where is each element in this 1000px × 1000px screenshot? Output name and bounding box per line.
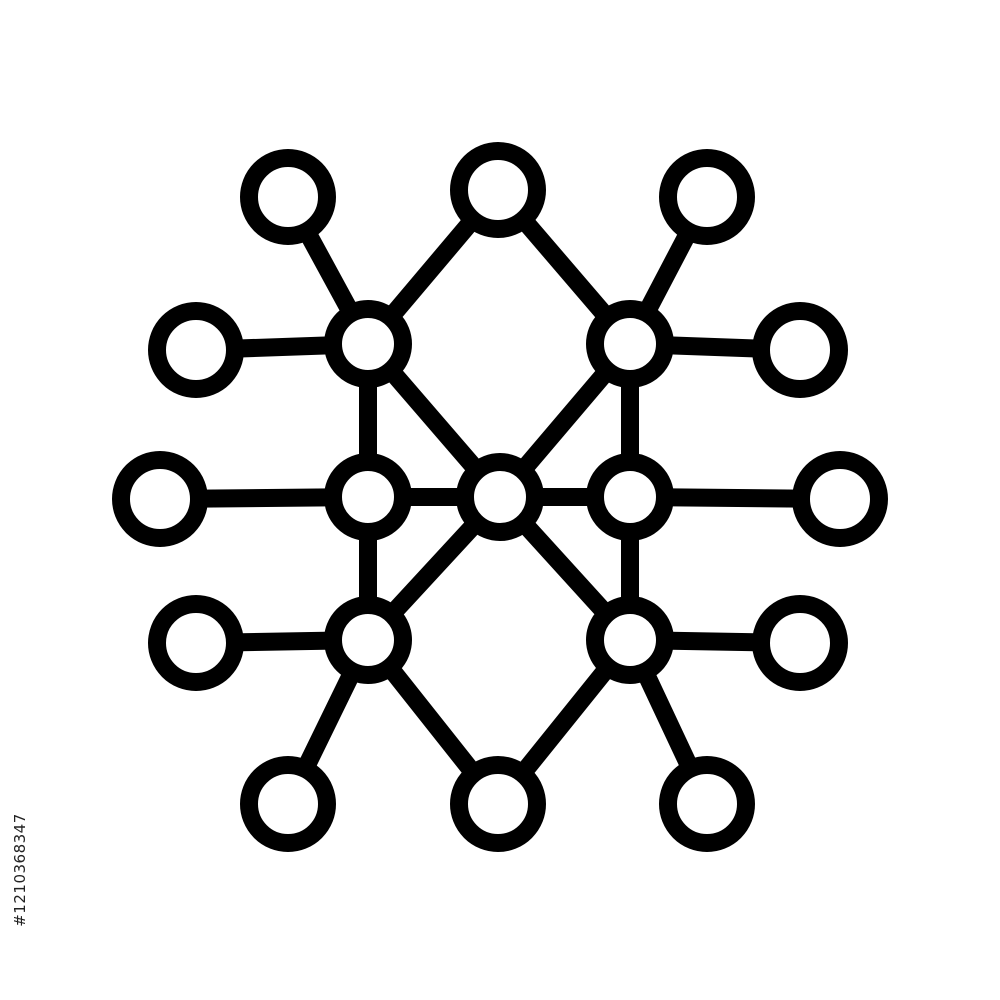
node-hr1 [586,300,674,388]
node-ml2 [112,451,208,547]
node-mr2 [792,451,888,547]
node-ml1 [148,302,244,398]
node-c [456,453,544,541]
node-bc [450,756,546,852]
node-hl1 [324,300,412,388]
node-mr3 [752,595,848,691]
network-nodes [112,142,888,852]
node-tl [240,149,336,245]
node-ml3 [148,595,244,691]
node-br [659,756,755,852]
node-tc [450,142,546,238]
node-hl3 [324,596,412,684]
node-tr [659,149,755,245]
node-mr1 [752,302,848,398]
node-hr2 [586,453,674,541]
node-hr3 [586,596,674,684]
node-bl [240,756,336,852]
node-hl2 [324,453,412,541]
